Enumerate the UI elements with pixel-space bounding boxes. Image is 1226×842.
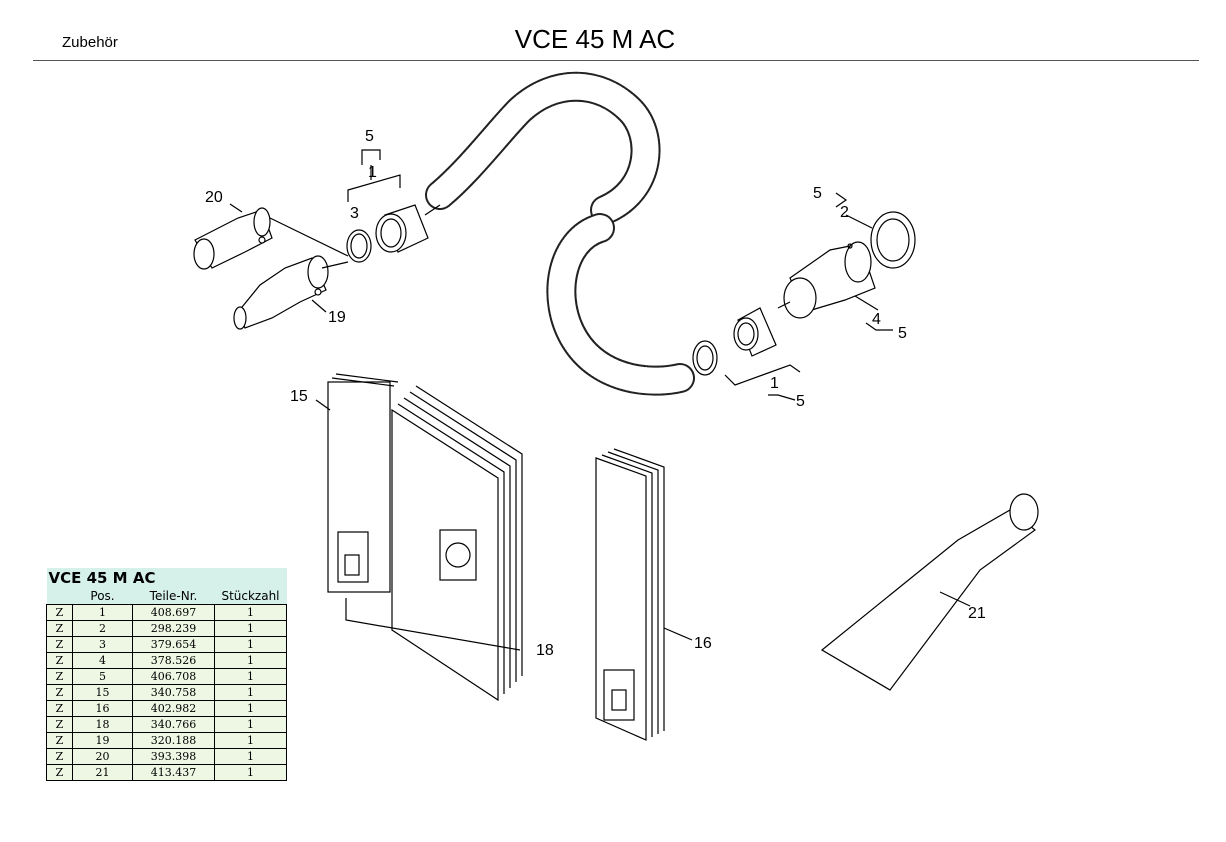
suction-hose bbox=[425, 71, 695, 396]
section-label: Zubehör bbox=[62, 34, 118, 51]
row-flag: Z bbox=[46, 700, 73, 717]
part-2-seal bbox=[870, 211, 916, 269]
part-1-coupling-right bbox=[692, 307, 777, 376]
callout-2: 2 bbox=[840, 204, 849, 221]
row-flag: Z bbox=[46, 732, 73, 749]
row-position: 3 bbox=[72, 636, 133, 653]
callout-5: 5 bbox=[813, 185, 822, 202]
callout-5: 5 bbox=[796, 393, 805, 410]
row-quantity: 1 bbox=[214, 620, 287, 637]
row-flag: Z bbox=[46, 668, 73, 685]
callout-21: 21 bbox=[968, 605, 986, 622]
column-header-quantity: Stückzahl bbox=[214, 588, 287, 605]
row-part-number: 320.188 bbox=[132, 732, 215, 749]
row-quantity: 1 bbox=[214, 684, 287, 701]
row-position: 2 bbox=[72, 620, 133, 637]
row-quantity: 1 bbox=[214, 604, 287, 621]
row-position: 4 bbox=[72, 652, 133, 669]
callout-20: 20 bbox=[205, 189, 223, 206]
row-position: 20 bbox=[72, 748, 133, 765]
part-3-ring bbox=[346, 229, 372, 263]
row-part-number: 413.437 bbox=[132, 764, 215, 781]
row-flag: Z bbox=[46, 604, 73, 621]
row-part-number: 340.766 bbox=[132, 716, 215, 733]
row-quantity: 1 bbox=[214, 716, 287, 733]
row-part-number: 378.526 bbox=[132, 652, 215, 669]
parts-table-title: VCE 45 M AC bbox=[46, 568, 287, 588]
row-flag: Z bbox=[46, 716, 73, 733]
part-15-filter-bag bbox=[327, 373, 399, 593]
callout-1: 1 bbox=[770, 375, 779, 392]
callout-5: 5 bbox=[898, 325, 907, 342]
row-part-number: 298.239 bbox=[132, 620, 215, 637]
row-position: 18 bbox=[72, 716, 133, 733]
row-quantity: 1 bbox=[214, 668, 287, 685]
row-flag: Z bbox=[46, 748, 73, 765]
row-flag: Z bbox=[46, 620, 73, 637]
row-part-number: 402.982 bbox=[132, 700, 215, 717]
callout-3: 3 bbox=[350, 205, 359, 222]
column-header bbox=[46, 588, 73, 605]
row-part-number: 379.654 bbox=[132, 636, 215, 653]
row-flag: Z bbox=[46, 652, 73, 669]
callout-15: 15 bbox=[290, 388, 308, 405]
part-20-adapter bbox=[193, 207, 273, 270]
row-part-number: 406.708 bbox=[132, 668, 215, 685]
row-flag: Z bbox=[46, 636, 73, 653]
column-header-pos: Pos. bbox=[72, 588, 133, 605]
row-part-number: 408.697 bbox=[132, 604, 215, 621]
row-quantity: 1 bbox=[214, 764, 287, 781]
column-header-part-number: Teile-Nr. bbox=[132, 588, 215, 605]
header-divider bbox=[33, 60, 1199, 61]
row-position: 16 bbox=[72, 700, 133, 717]
row-position: 5 bbox=[72, 668, 133, 685]
row-flag: Z bbox=[46, 684, 73, 701]
row-quantity: 1 bbox=[214, 700, 287, 717]
part-18-filter-bags-stack bbox=[391, 385, 523, 702]
row-position: 19 bbox=[72, 732, 133, 749]
row-quantity: 1 bbox=[214, 636, 287, 653]
row-part-number: 340.758 bbox=[132, 684, 215, 701]
row-quantity: 1 bbox=[214, 732, 287, 749]
row-position: 21 bbox=[72, 764, 133, 781]
callout-19: 19 bbox=[328, 309, 346, 326]
callout-18: 18 bbox=[536, 642, 554, 659]
part-19-adapter bbox=[233, 255, 329, 330]
row-quantity: 1 bbox=[214, 652, 287, 669]
part-16-filter-bag bbox=[595, 448, 665, 741]
row-flag: Z bbox=[46, 764, 73, 781]
row-position: 1 bbox=[72, 604, 133, 621]
row-position: 15 bbox=[72, 684, 133, 701]
page-title: VCE 45 M AC bbox=[514, 24, 676, 54]
part-1-coupling bbox=[375, 204, 429, 253]
part-4-connector bbox=[783, 241, 876, 319]
callout-1: 1 bbox=[368, 164, 377, 181]
callout-16: 16 bbox=[694, 635, 712, 652]
part-21-crevice-nozzle bbox=[820, 493, 1039, 691]
callout-4: 4 bbox=[872, 311, 881, 328]
row-quantity: 1 bbox=[214, 748, 287, 765]
callout-5: 5 bbox=[365, 128, 374, 145]
row-part-number: 393.398 bbox=[132, 748, 215, 765]
